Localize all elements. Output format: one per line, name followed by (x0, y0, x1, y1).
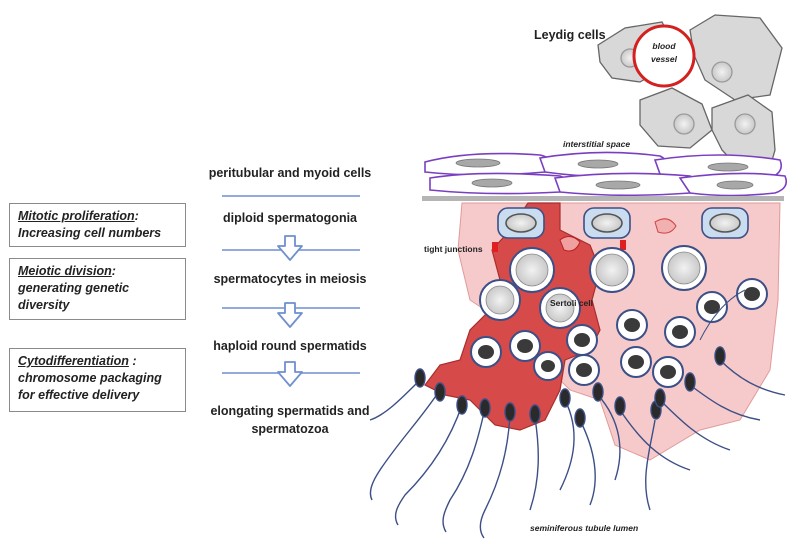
stage-elongating: elongating spermatids and spermatozoa (210, 404, 370, 436)
stage-spermatocytes: spermatocytes in meiosis (213, 272, 367, 286)
leydig-nucleus (673, 113, 695, 135)
elongating-spermatids (369, 289, 786, 539)
tight-junction-marks (492, 240, 626, 252)
stage-spermatogonia: diploid spermatogonia (222, 211, 358, 225)
spermatocyte-nuclei (485, 251, 701, 323)
label-tight-junctions: tight junctions (424, 244, 483, 254)
phase-description: chromosome packaging (18, 371, 162, 385)
spermatogonia (497, 207, 749, 239)
phase-box-cytodifferentiation: Cytodifferentiation : chromosome packagi… (9, 348, 186, 412)
phase-description: Increasing cell numbers (18, 226, 162, 240)
spermatid-heads (414, 346, 726, 428)
phase-title: Cytodifferentiation (18, 354, 129, 368)
label-blood-vessel: blood vessel (651, 41, 677, 64)
myoid-nuclei (455, 158, 754, 190)
label-leydig-cells: Leydig cells (534, 28, 606, 42)
round-spermatid-nuclei (478, 287, 760, 379)
blood-vessel (632, 24, 696, 88)
phase-box-meiotic: Meiotic division: generating genetic div… (9, 258, 186, 320)
stage-peritubular: peritubular and myoid cells (208, 166, 372, 180)
phase-description: for effective delivery (18, 388, 140, 402)
phase-title: Mitotic proliferation (18, 209, 135, 223)
label-sertoli-cell: Sertoli cell (550, 298, 593, 308)
phase-title: Meiotic division (18, 264, 112, 278)
basement-membrane (422, 196, 784, 201)
phase-description: diversity (18, 298, 70, 312)
leydig-cell (689, 14, 783, 101)
phase-box-mitotic: Mitotic proliferation: Increasing cell n… (9, 203, 186, 247)
leydig-nucleus (711, 61, 733, 83)
label-interstitial-space: interstitial space (563, 139, 631, 149)
sertoli-nucleus (559, 236, 581, 252)
stage-round-spermatids: haploid round spermatids (213, 339, 367, 353)
sertoli-nucleus (654, 218, 677, 234)
phase-description: generating genetic (18, 281, 130, 295)
leydig-nucleus (734, 113, 756, 135)
label-lumen: seminiferous tubule lumen (530, 523, 639, 533)
